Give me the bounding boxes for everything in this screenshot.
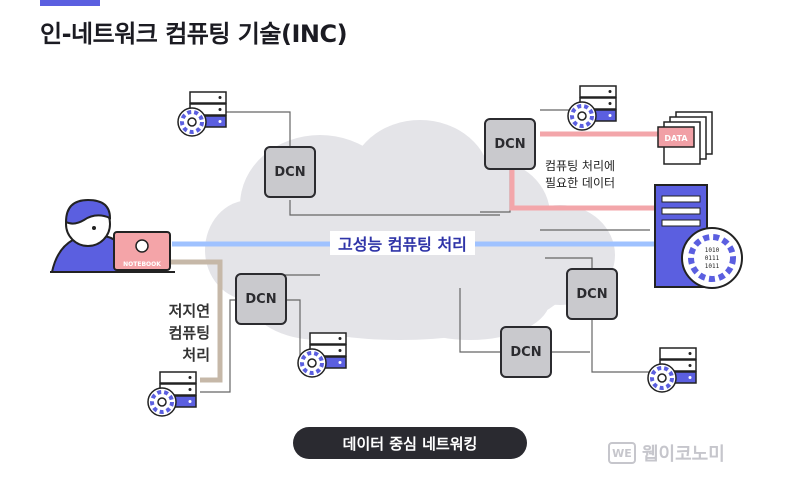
dcn-node-3: DCN [235,273,287,325]
low-latency-line-2: 컴퓨팅 [168,324,210,342]
server-group [147,85,697,417]
data-needed-label: 컴퓨팅 처리에 필요한 데이터 [545,158,615,192]
rack-server-icon [567,85,617,131]
high-performance-label: 고성능 컴퓨팅 처리 [330,231,475,255]
user-icon [50,198,175,273]
notebook-label: NOTEBOOK [123,261,161,268]
brand-name: 웹이코노미 [642,444,725,465]
data-link [509,168,655,211]
rack-server-icon [177,91,227,137]
binary-line-2: 0111 [705,255,720,262]
notebook-icon: NOTEBOOK [113,231,171,271]
dcn-node-5: DCN [500,326,552,378]
rack-server-icon [297,332,347,378]
low-latency-line-1: 저지연 [168,302,210,320]
page-title: 인-네트워크 컴퓨팅 기술(INC) [40,20,348,48]
brand-watermark: WE 웹이코노미 [608,440,725,466]
low-latency-label: 저지연 컴퓨팅 처리 [140,300,210,366]
binary-line-3: 1011 [705,263,720,270]
data-needed-line-2: 필요한 데이터 [545,176,616,190]
low-latency-link [168,259,223,383]
rack-server-icon [647,347,697,393]
data-stack-icon: DATA [657,111,713,165]
dcn-node-4: DCN [566,268,618,320]
brand-badge: WE [608,442,636,464]
dcn-node-2: DCN [484,118,536,170]
footer-caption: 데이터 중심 네트워킹 [293,427,527,459]
rack-server-icon [147,371,197,417]
data-stack-label: DATA [664,134,688,143]
data-needed-line-1: 컴퓨팅 처리에 [545,159,616,173]
dcn-node-1: DCN [264,146,316,198]
binary-line-1: 1010 [705,247,720,254]
tower-server-icon: 1010 0111 1011 [654,184,743,289]
low-latency-line-3: 처리 [182,346,210,364]
title-accent-bar [40,0,100,6]
